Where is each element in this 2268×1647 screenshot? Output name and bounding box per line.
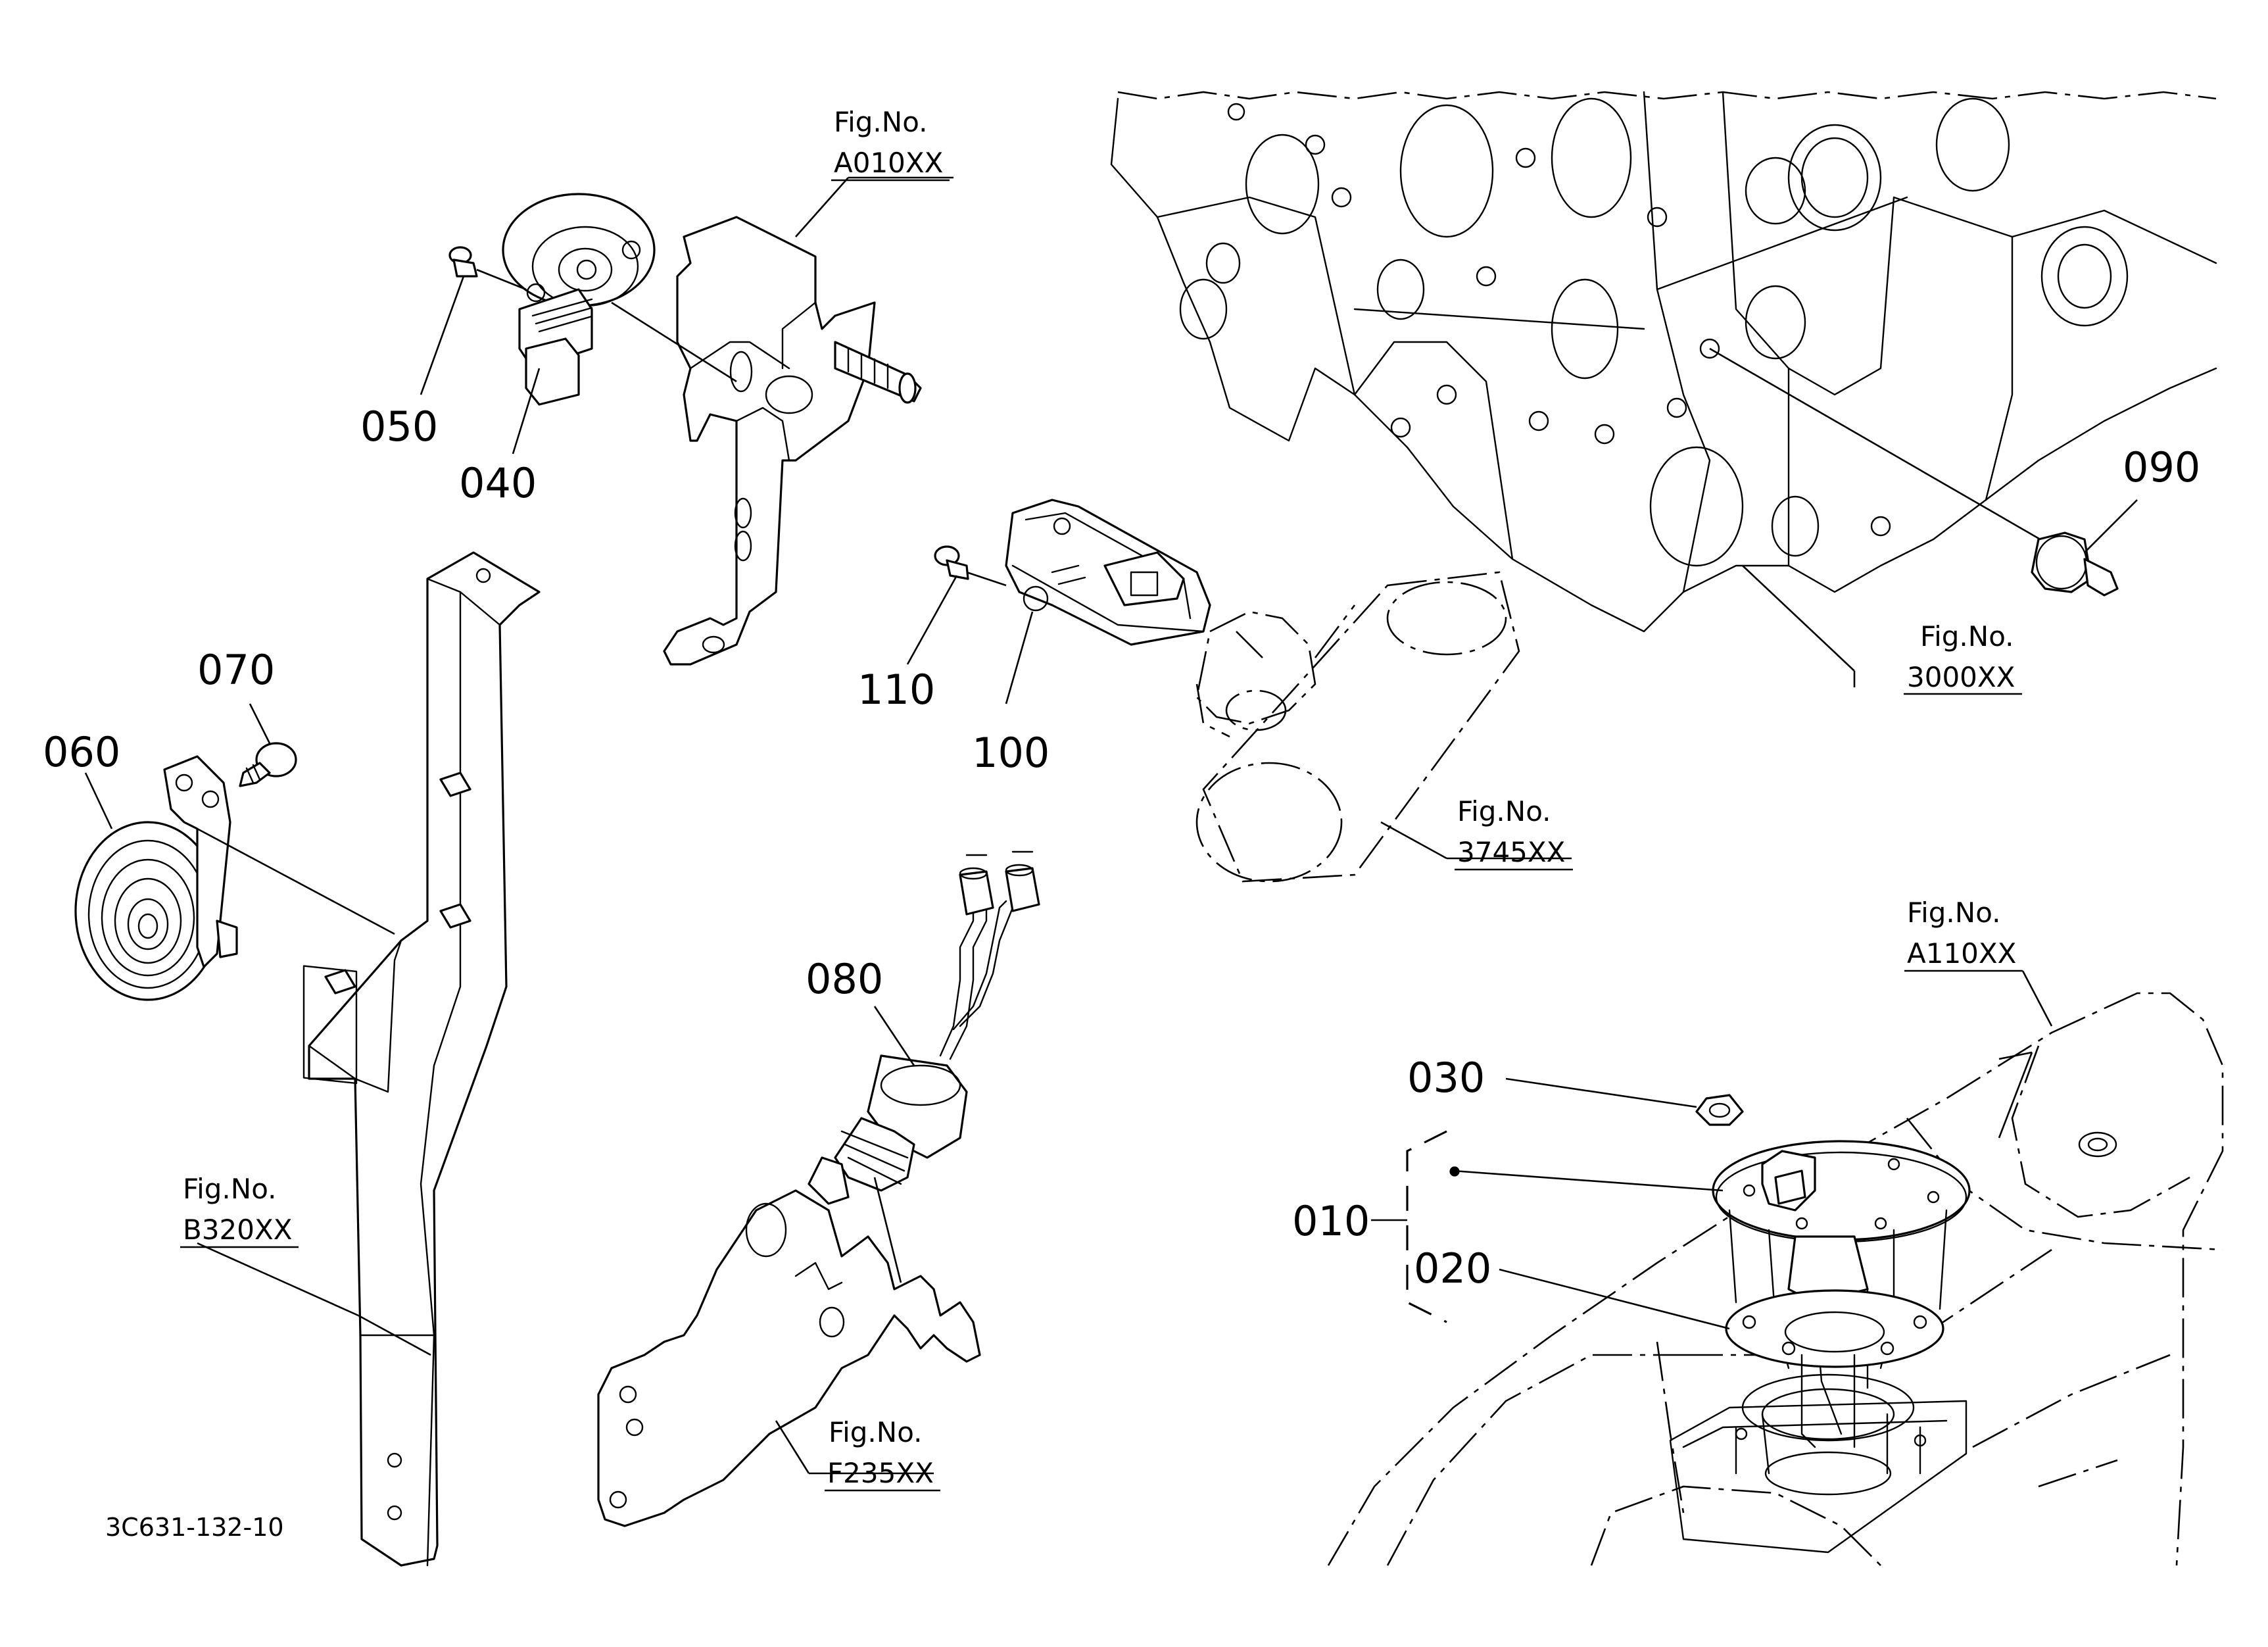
part-040-sensor-drawing	[502, 193, 737, 455]
callout-010[interactable]: 010	[1292, 1197, 1370, 1245]
fig-ref-f235-number: F235XX	[827, 1457, 934, 1489]
part-070-bolt-drawing	[239, 703, 297, 787]
part-110-screw-drawing	[906, 545, 1007, 665]
fig-ref-3745-label: Fig.No.	[1457, 795, 1551, 827]
fig-ref-a110-label: Fig.No.	[1907, 897, 2001, 929]
part-060-horn-drawing	[74, 755, 395, 1001]
callout-040[interactable]: 040	[459, 459, 537, 507]
callout-030[interactable]: 030	[1407, 1054, 1485, 1102]
fig-ref-a110[interactable]: Fig.No. A110XX	[1904, 897, 2053, 1027]
part-080-sensor-drawing	[808, 850, 1040, 1205]
bracket-b320-drawing	[197, 551, 541, 1567]
fig-ref-f235-label: Fig.No.	[829, 1416, 923, 1448]
callout-060[interactable]: 060	[43, 728, 120, 776]
fig-ref-b320[interactable]: Fig.No. B320XX	[180, 1173, 299, 1248]
fig-ref-a010-number: A010XX	[834, 147, 943, 179]
fig-ref-b320-number: B320XX	[183, 1214, 293, 1246]
fig-ref-b320-label: Fig.No.	[183, 1173, 277, 1205]
fig-ref-f235[interactable]: Fig.No. F235XX	[825, 1416, 940, 1492]
callout-020[interactable]: 020	[1414, 1244, 1491, 1292]
callout-100[interactable]: 100	[972, 729, 1050, 777]
group-bracket-010	[1371, 1130, 1447, 1323]
bracket-f235-drawing	[597, 1177, 981, 1527]
callout-070[interactable]: 070	[197, 646, 275, 694]
bracket-a010-drawing	[663, 176, 953, 666]
fuel-tank-a110-drawing	[1327, 992, 2224, 1566]
callout-050[interactable]: 050	[360, 403, 438, 451]
callout-090[interactable]: 090	[2123, 443, 2200, 491]
callout-110[interactable]: 110	[857, 666, 935, 714]
air-duct-3745-drawing	[1195, 571, 1572, 883]
callout-080[interactable]: 080	[806, 955, 883, 1003]
fig-ref-a110-number: A110XX	[1907, 937, 2016, 970]
fig-ref-a010[interactable]: Fig.No. A010XX	[834, 106, 943, 179]
fig-ref-3745-number: 3745XX	[1457, 836, 1565, 868]
fig-ref-3000[interactable]: Fig.No. 3000XX	[1904, 620, 2022, 695]
part-090-sensor-drawing	[1742, 499, 2138, 687]
fig-ref-3000-number: 3000XX	[1907, 661, 2015, 693]
document-id: 3C631-132-10	[105, 1513, 284, 1542]
engine-block-drawing	[1110, 91, 2217, 633]
part-050-screw-drawing	[420, 246, 527, 395]
part-010-fuel-sender-drawing	[1449, 1140, 1971, 1496]
part-030-nut-drawing	[1505, 1077, 1744, 1126]
fig-ref-3000-label: Fig.No.	[1920, 620, 2014, 652]
part-100-module-drawing	[1005, 499, 1211, 704]
fig-ref-a010-label: Fig.No.	[834, 106, 928, 138]
fig-ref-3745[interactable]: Fig.No. 3745XX	[1455, 795, 1573, 871]
